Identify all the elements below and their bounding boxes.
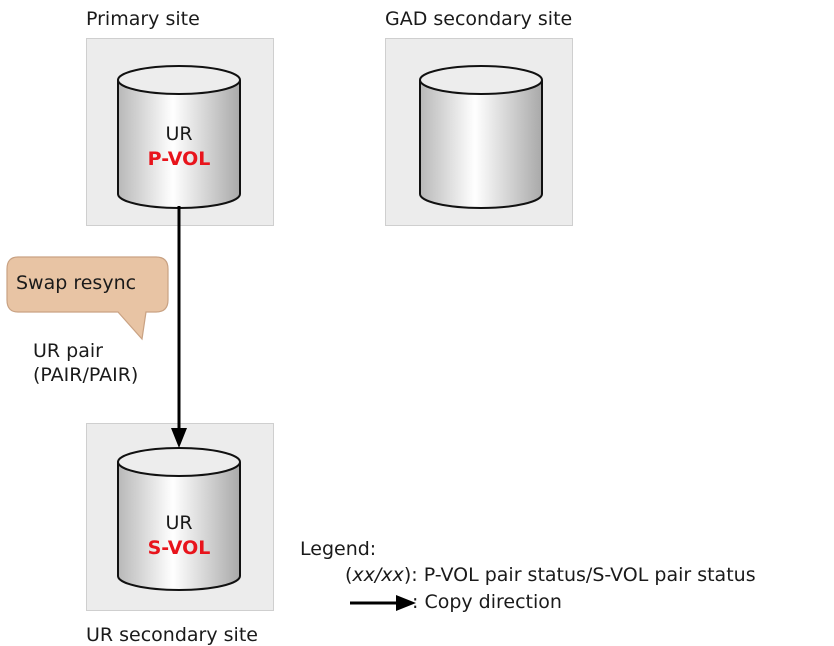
legend-status-key-open: (	[345, 564, 353, 586]
legend-status-key-row: (xx/xx): P-VOL pair status/S-VOL pair st…	[345, 564, 756, 586]
ur-secondary-volume-role: S-VOL	[147, 537, 211, 559]
primary-volume-role: P-VOL	[147, 148, 211, 170]
ur-secondary-volume-kind: UR	[165, 512, 193, 534]
primary-volume-cylinder	[117, 65, 241, 209]
gad-secondary-volume-cylinder	[419, 65, 543, 209]
legend-status-key-close: ):	[403, 564, 418, 586]
legend-status-description: P-VOL pair status/S-VOL pair status	[423, 564, 756, 586]
ur-pair-status: (PAIR/PAIR)	[33, 364, 139, 386]
primary-volume-kind: UR	[165, 123, 193, 145]
legend-arrow-icon	[350, 595, 416, 611]
ur-pair-name: UR pair	[33, 340, 103, 362]
ur-secondary-volume-cylinder	[117, 447, 241, 591]
primary-site-label: Primary site	[86, 8, 200, 30]
legend-arrow-description: : Copy direction	[412, 591, 562, 613]
ur-secondary-volume-label: UR S-VOL	[116, 511, 242, 561]
legend-title: Legend:	[300, 538, 377, 560]
swap-resync-callout-bubble	[6, 256, 169, 341]
ur-secondary-site-label: UR secondary site	[86, 624, 258, 646]
gad-secondary-site-label: GAD secondary site	[385, 8, 573, 30]
swap-resync-callout-text: Swap resync	[16, 272, 137, 294]
primary-volume-label: UR P-VOL	[116, 122, 242, 172]
copy-direction-arrow	[171, 206, 187, 448]
legend-status-key: xx/xx	[352, 564, 404, 586]
